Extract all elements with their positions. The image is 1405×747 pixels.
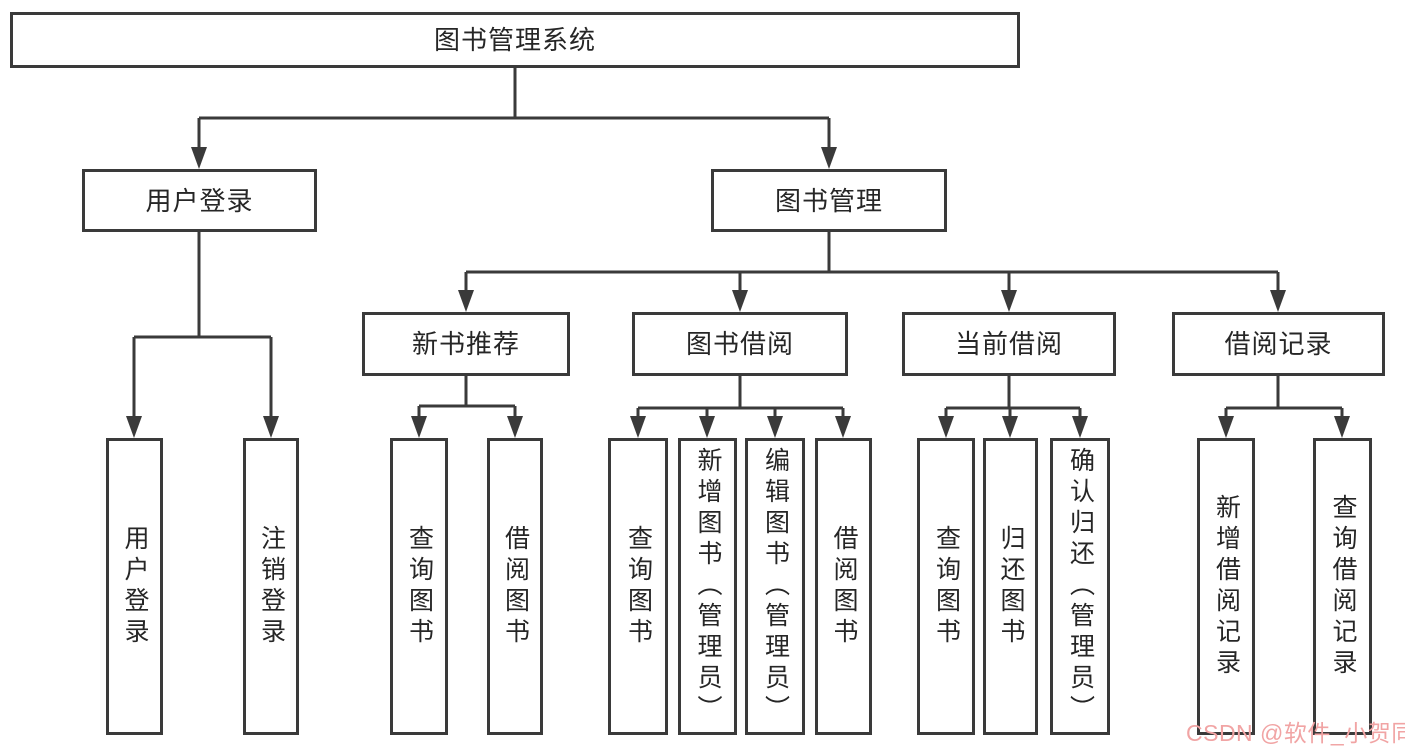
leaf-borrowing-query-books: 查询图书: [608, 438, 668, 735]
node-current-borrowing: 当前借阅: [902, 312, 1116, 376]
leaf-current-return-books: 归还图书: [983, 438, 1038, 735]
node-label: 新书推荐: [411, 329, 520, 359]
leaf-label: 归还图书: [997, 524, 1025, 649]
leaf-label: 借阅图书: [501, 524, 530, 649]
leaf-user-login: 用户登录: [106, 438, 163, 735]
csdn-watermark: CSDN @软件_小贺同学: [1186, 720, 1405, 746]
node-user-login: 用户登录: [82, 169, 317, 232]
node-book-management: 图书管理: [711, 169, 947, 232]
node-label: 图书管理系统: [433, 25, 596, 55]
node-label: 借阅记录: [1224, 329, 1333, 359]
node-book-borrowing: 图书借阅: [632, 312, 848, 376]
node-system-root: 图书管理系统: [10, 12, 1020, 68]
leaf-label: 编辑图书（管理员）: [761, 447, 790, 726]
leaf-current-query-books: 查询图书: [917, 438, 975, 735]
leaf-label: 查询图书: [405, 524, 434, 649]
node-label: 当前借阅: [954, 329, 1063, 359]
leaf-label: 查询图书: [932, 524, 961, 649]
leaf-label: 查询借阅记录: [1329, 493, 1357, 680]
leaf-logout: 注销登录: [243, 438, 299, 735]
leaf-label: 注销登录: [257, 524, 286, 649]
leaf-label: 用户登录: [121, 524, 149, 649]
leaf-label: 新增图书（管理员）: [694, 447, 722, 726]
node-new-book-recommend: 新书推荐: [362, 312, 570, 376]
leaf-label: 借阅图书: [830, 524, 858, 649]
node-borrowing-records: 借阅记录: [1172, 312, 1385, 376]
leaf-label: 新增借阅记录: [1212, 493, 1241, 680]
node-label: 图书借阅: [685, 329, 794, 359]
leaf-newbook-borrow-books: 借阅图书: [487, 438, 543, 735]
leaf-records-add-record: 新增借阅记录: [1197, 438, 1255, 735]
node-label: 图书管理: [774, 185, 883, 216]
arrowheads: [126, 147, 1350, 438]
leaf-newbook-query-books: 查询图书: [390, 438, 448, 735]
leaf-current-confirm-return-admin: 确认归还（管理员）: [1050, 438, 1110, 735]
leaf-borrowing-borrow-books: 借阅图书: [815, 438, 872, 735]
leaf-label: 确认归还（管理员）: [1066, 447, 1095, 726]
leaf-borrowing-add-books-admin: 新增图书（管理员）: [678, 438, 737, 735]
leaf-records-query-record: 查询借阅记录: [1313, 438, 1372, 735]
leaf-borrowing-edit-books-admin: 编辑图书（管理员）: [745, 438, 805, 735]
leaf-label: 查询图书: [624, 524, 653, 649]
node-label: 用户登录: [145, 185, 254, 216]
